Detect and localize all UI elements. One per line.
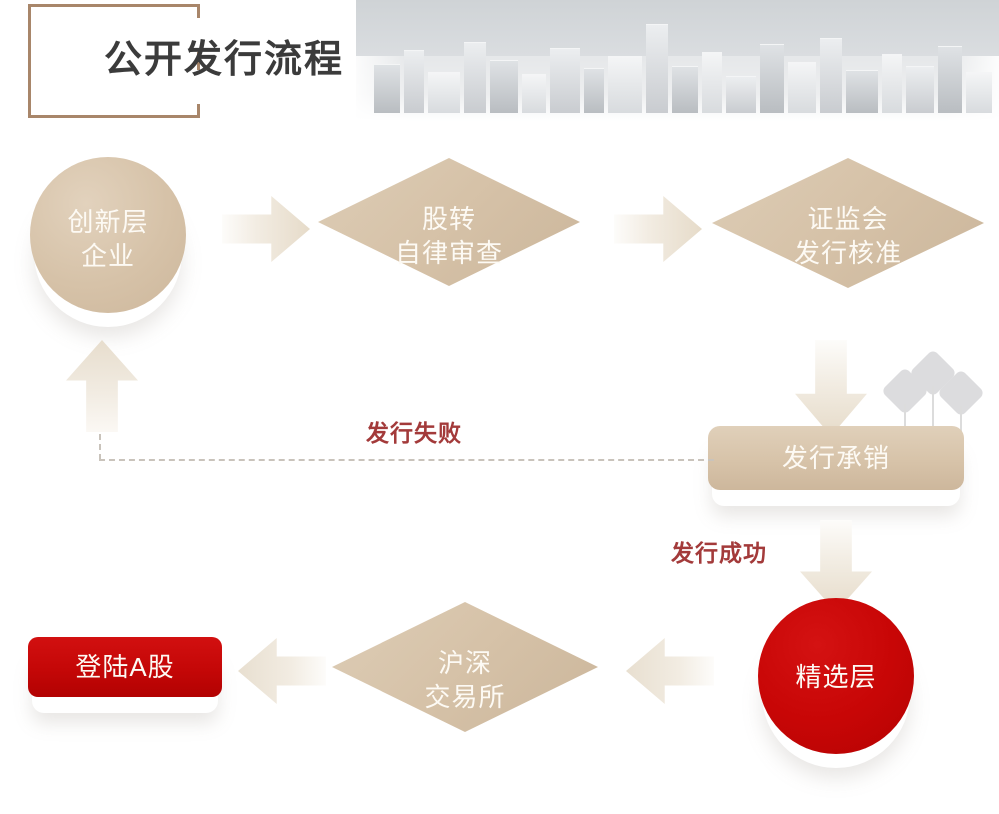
arrow-failure-back-to-innovation — [66, 340, 138, 432]
edge-label-issue-failed: 发行失败 — [366, 420, 462, 446]
arrow-shape — [795, 340, 867, 436]
arrow-shape — [222, 196, 310, 262]
banner-building — [702, 52, 722, 113]
arrow-exchanges-to-listing — [238, 638, 326, 704]
banner-building — [584, 68, 604, 113]
balloon-stem — [932, 386, 934, 454]
node-csrc-approval[interactable]: 证监会 发行核准 — [702, 158, 984, 314]
title-frame-gap-bottom — [190, 70, 206, 104]
node-face — [708, 426, 964, 490]
banner-building — [820, 38, 842, 113]
arrow-innovation-to-review — [222, 196, 310, 262]
node-select-tier[interactable]: 精选层 — [758, 598, 914, 776]
arrow-select-tier-to-exchanges — [626, 638, 714, 704]
city-skyline-banner-image — [356, 0, 999, 121]
banner-building — [846, 70, 878, 113]
node-innovation-tier[interactable]: 创新层 企业 — [30, 157, 186, 335]
banner-building — [550, 48, 580, 113]
balloon-diamond-icon — [936, 368, 986, 454]
banner-building — [490, 60, 518, 113]
banner-building — [464, 42, 486, 113]
arrow-shape — [238, 638, 326, 704]
dashed-path-failure-horizontal — [99, 459, 714, 461]
banner-sky — [356, 0, 999, 56]
arrow-csrc-to-underwriting — [795, 340, 867, 436]
banner-building — [608, 56, 642, 113]
banner-building — [672, 66, 698, 113]
balloon-diamond-icon — [908, 348, 958, 454]
banner-building — [522, 74, 546, 113]
arrow-shape — [626, 638, 714, 704]
banner-building — [788, 62, 816, 113]
arrow-shape — [66, 340, 138, 432]
banner-building — [966, 72, 992, 113]
node-face — [758, 598, 914, 754]
arrow-review-to-csrc — [614, 196, 702, 262]
banner-building — [760, 44, 784, 113]
banner-building — [906, 66, 934, 113]
node-underwriting[interactable]: 发行承销 — [708, 426, 964, 506]
node-ntb-review[interactable]: 股转 自律审查 — [308, 158, 580, 312]
banner-building — [404, 50, 424, 113]
title-frame-gap-top — [190, 18, 206, 52]
edge-label-issue-success: 发行成功 — [671, 540, 767, 566]
page-title: 公开发行流程 — [104, 39, 345, 81]
banner-building — [646, 24, 668, 113]
arrow-underwriting-to-select-tier — [800, 520, 872, 612]
dashed-path-failure-vertical — [99, 424, 101, 460]
banner-building — [938, 46, 962, 113]
banner-building — [882, 54, 902, 113]
node-a-share-listing[interactable]: 登陆A股 — [28, 637, 222, 713]
node-exchanges[interactable]: 沪深 交易所 — [322, 602, 598, 758]
arrow-shape — [614, 196, 702, 262]
node-face — [28, 637, 222, 697]
title-bracket-frame — [28, 4, 200, 118]
banner-building — [726, 76, 756, 113]
banner-building — [428, 72, 460, 113]
banner-building — [374, 64, 400, 113]
node-face — [30, 157, 186, 313]
